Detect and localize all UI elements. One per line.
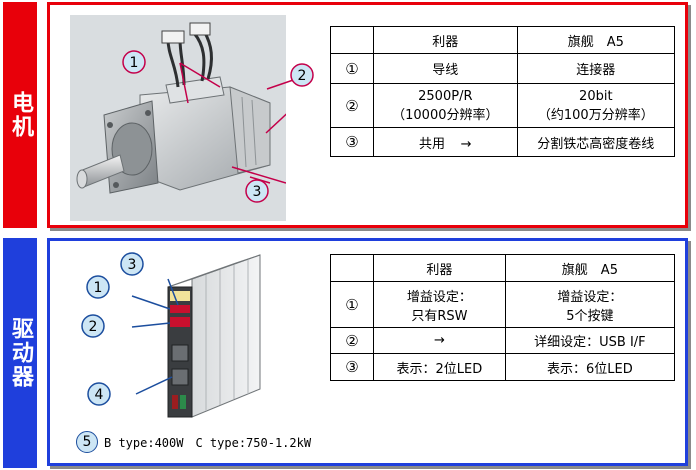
table-header-row: 利器 旗舰 A5 xyxy=(330,254,676,282)
motor-drawing xyxy=(76,22,325,194)
table-row: ① 增益设定： 只有RSW 增益设定： 5个按键 xyxy=(330,281,676,328)
drive-panel: 3 1 2 4 5 B type:400W C type:750-1.2kW 利… xyxy=(47,238,688,466)
header-col-a: 利器 xyxy=(373,26,518,54)
row-number: ③ xyxy=(330,353,374,381)
motor-side-label-text: 电机 xyxy=(8,91,33,139)
drive-side-label: 驱动器 xyxy=(3,238,37,468)
drive-callouts: 3 1 2 4 xyxy=(81,252,144,406)
drive-callout-1: 1 xyxy=(86,275,110,299)
svg-text:1: 1 xyxy=(94,280,103,296)
cell-a-line2: 只有RSW xyxy=(411,308,468,324)
motor-spec-table: 利器 旗舰 A5 ① 导线 连接器 ② 2500P/R （10000分辨率） 2… xyxy=(330,26,676,157)
table-row: ① 导线 连接器 xyxy=(330,53,676,84)
row-number: ② xyxy=(330,327,374,354)
cell-a-line1: 2500P/R xyxy=(418,88,473,104)
table-row: ② 2500P/R （10000分辨率） 20bit （约100万分辨率） xyxy=(330,83,676,128)
cell-b: 详细设定：USB I/F xyxy=(504,327,676,354)
row-number: ① xyxy=(330,53,374,84)
arrow-icon: → xyxy=(460,136,472,152)
cell-b: 连接器 xyxy=(516,53,676,84)
cell-b-line2: 5个按键 xyxy=(566,308,614,324)
motor-callout-3: 3 xyxy=(245,179,269,203)
drive-callout-3: 3 xyxy=(120,252,144,276)
cell-a-line1: 增益设定： xyxy=(406,289,472,305)
cell-b: 增益设定： 5个按键 xyxy=(504,281,676,328)
motor-callout-2: 2 xyxy=(290,63,314,87)
drive-callout-2: 2 xyxy=(81,314,105,338)
svg-text:3: 3 xyxy=(253,184,262,200)
cell-b: 分割铁芯高密度卷线 xyxy=(516,127,676,157)
drive-illustration xyxy=(70,249,275,429)
cell-a-arrow-icon: → xyxy=(373,327,506,354)
cell-a-text: 共用 xyxy=(419,136,446,152)
cell-b-line2: （约100万分辨率） xyxy=(537,107,654,123)
cell-b: 表示：6位LED xyxy=(504,353,676,381)
svg-text:4: 4 xyxy=(95,387,104,403)
cell-a: 增益设定： 只有RSW xyxy=(373,281,506,328)
motor-callouts: 1 2 3 xyxy=(122,50,314,203)
row-number: ① xyxy=(330,281,374,328)
row-number: ③ xyxy=(330,127,374,157)
cell-a: 导线 xyxy=(373,53,518,84)
cell-b-line1: 20bit xyxy=(579,88,613,104)
cell-a: 表示：2位LED xyxy=(373,353,506,381)
cell-a: 2500P/R （10000分辨率） xyxy=(373,83,518,128)
motor-callout-1: 1 xyxy=(122,50,146,74)
motor-panel: 1 2 3 利器 旗舰 A5 ① 导线 连接器 ② 2500P/R （10000… xyxy=(47,2,688,228)
drive-side-label-text: 驱动器 xyxy=(8,317,33,389)
header-blank xyxy=(330,26,374,54)
svg-text:2: 2 xyxy=(89,319,98,335)
drive-callout-4: 4 xyxy=(87,382,111,406)
motor-side-label: 电机 xyxy=(3,2,37,228)
row-number: ② xyxy=(330,83,374,128)
cell-a: 共用 → xyxy=(373,127,518,157)
drive-callout-5: 5 xyxy=(76,431,98,453)
header-col-a: 利器 xyxy=(373,254,506,282)
table-row: ③ 表示：2位LED 表示：6位LED xyxy=(330,353,676,381)
table-header-row: 利器 旗舰 A5 xyxy=(330,26,676,54)
drive-drawing xyxy=(131,254,261,418)
header-col-b: 旗舰 A5 xyxy=(504,254,676,282)
cell-a-line2: （10000分辨率） xyxy=(392,107,499,123)
table-row: ③ 共用 → 分割铁芯高密度卷线 xyxy=(330,127,676,157)
cell-b-line1: 增益设定： xyxy=(557,289,623,305)
drive-spec-table: 利器 旗舰 A5 ① 增益设定： 只有RSW 增益设定： 5个按键 ② → 详细… xyxy=(330,254,676,381)
drive-type-note: 5 B type:400W C type:750-1.2kW xyxy=(76,431,311,453)
cell-b: 20bit （约100万分辨率） xyxy=(516,83,676,128)
header-blank xyxy=(330,254,374,282)
svg-text:1: 1 xyxy=(130,55,139,71)
table-row: ② → 详细设定：USB I/F xyxy=(330,327,676,354)
motor-illustration xyxy=(70,15,325,221)
svg-text:3: 3 xyxy=(128,257,137,273)
header-col-b: 旗舰 A5 xyxy=(516,26,676,54)
drive-type-note-text: B type:400W C type:750-1.2kW xyxy=(104,435,312,450)
svg-text:2: 2 xyxy=(298,68,307,84)
